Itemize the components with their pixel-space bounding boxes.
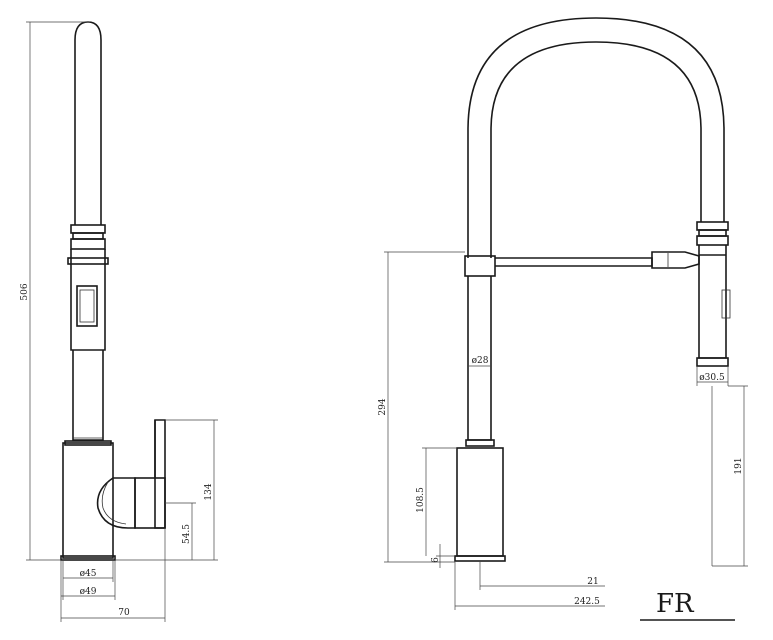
dim-hole-offset: 21 <box>587 577 598 587</box>
dim-head-clearance: 191 <box>734 457 744 474</box>
dim-base-flange-diameter: ø49 <box>80 587 97 597</box>
side-view <box>60 21 166 561</box>
dim-spout-height: 294 <box>378 398 388 415</box>
dim-reach: 242.5 <box>574 597 600 607</box>
dim-head-diameter: ø30.5 <box>699 373 725 383</box>
dim-base-diameter: ø45 <box>80 569 97 579</box>
dim-body-diameter: ø28 <box>472 356 489 366</box>
front-view <box>454 17 731 562</box>
front-view-dimensions: 294 ø28 ø30.5 191 108.5 6 21 242.5 <box>378 251 748 610</box>
logo-mark: FR <box>656 589 695 619</box>
brand-logo: FR <box>640 589 735 621</box>
dim-lever-height: 134 <box>204 483 214 500</box>
dim-lever-center: 54.5 <box>182 524 192 544</box>
dim-base-height: 108.5 <box>416 487 426 513</box>
dim-overall-height: 506 <box>20 283 30 300</box>
dim-projection: 70 <box>118 608 130 618</box>
dim-base-thickness: 6 <box>431 557 441 563</box>
side-view-dimensions: 506 134 54.5 ø45 ø49 70 <box>20 21 218 622</box>
